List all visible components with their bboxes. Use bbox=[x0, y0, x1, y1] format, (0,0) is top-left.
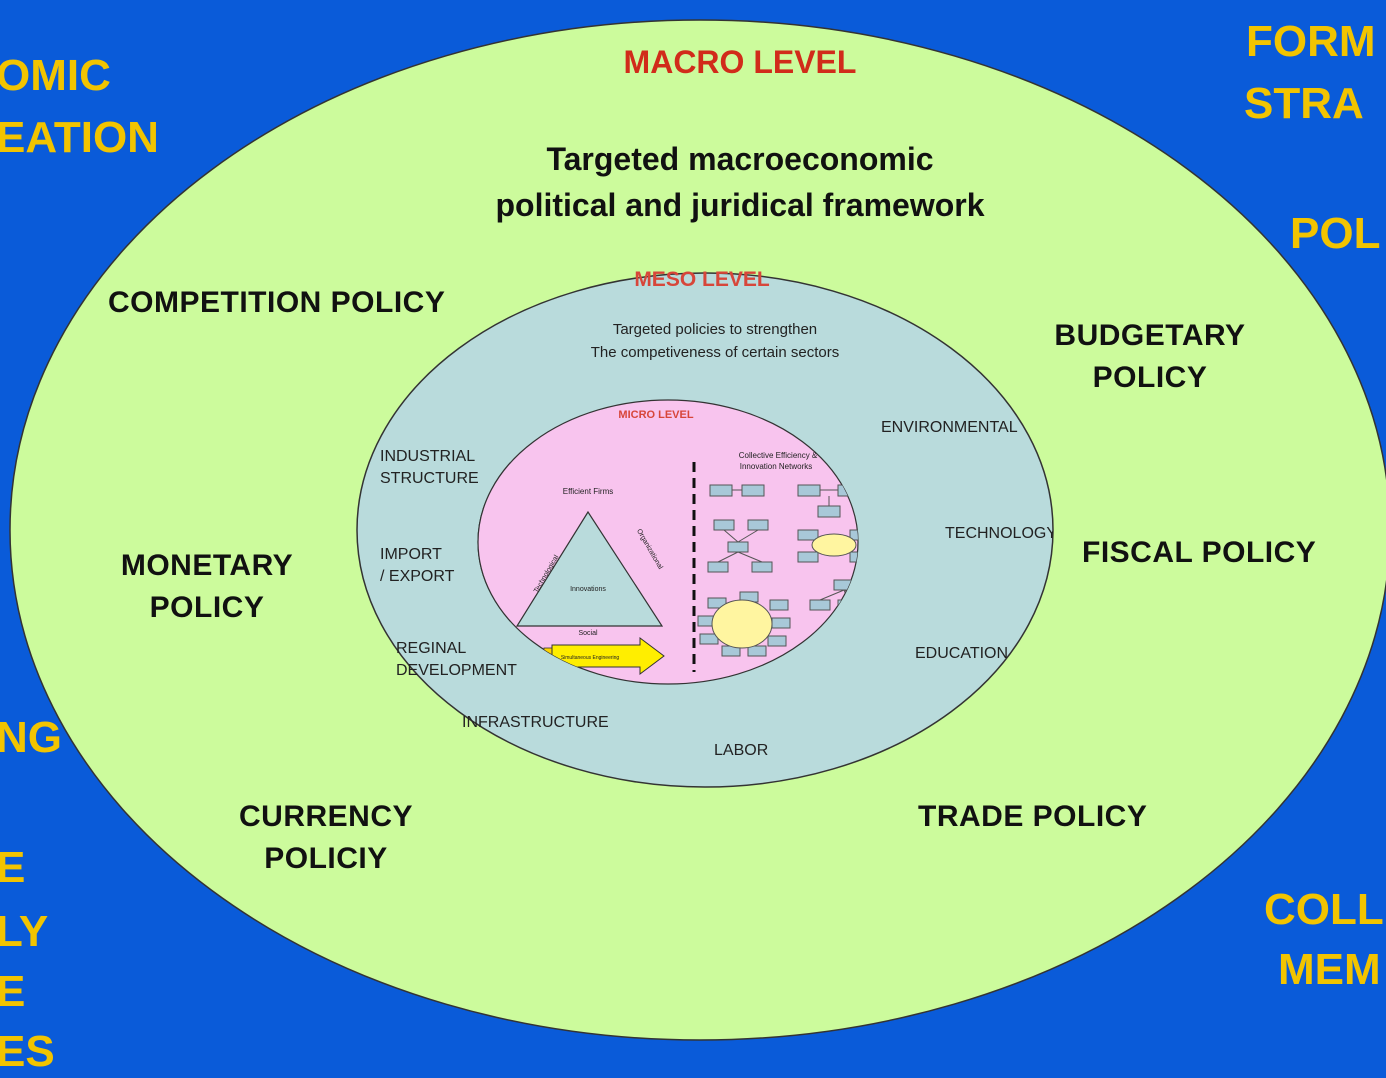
import-export-line-1: IMPORT bbox=[380, 546, 442, 563]
bg-fragment-left-top-2: EATION bbox=[0, 113, 159, 162]
bg-fragment-left-low-1: E bbox=[0, 843, 26, 892]
macro-subtitle: Targeted macroeconomic political and jur… bbox=[420, 136, 1060, 228]
labor-label: LABOR bbox=[714, 742, 769, 759]
monetary-policy-line-2: POLICY bbox=[149, 591, 265, 624]
micro-level-title: MICRO LEVEL bbox=[618, 409, 693, 421]
network-oval-large bbox=[711, 599, 773, 649]
budgetary-policy-label: BUDGETARY POLICY bbox=[1040, 315, 1260, 399]
bg-fragment-right-low-2: MEM bbox=[1278, 945, 1381, 994]
import-export-label: IMPORT / EXPORT bbox=[380, 544, 454, 588]
import-export-line-2: / EXPORT bbox=[380, 568, 455, 585]
regional-development-label: REGINAL DEVELOPMENT bbox=[396, 638, 517, 682]
monetary-policy-label: MONETARY POLICY bbox=[106, 545, 308, 629]
monetary-policy-line-1: MONETARY bbox=[120, 549, 294, 582]
competition-policy-label: COMPETITION POLICY bbox=[108, 286, 446, 319]
currency-policy-line-1: CURRENCY bbox=[238, 800, 413, 833]
meso-right-items-clip: ENVIRONMENTAL TECHNOLOGY EDUCATION bbox=[357, 273, 1053, 787]
bg-fragment-right-low-1: COLL bbox=[1264, 885, 1384, 934]
innovations-triangle bbox=[515, 510, 664, 627]
education-label: EDUCATION bbox=[915, 645, 1009, 662]
bg-fragment-right-top-1: FORM bbox=[1246, 17, 1376, 66]
meso-subtitle: Targeted policies to strengthen The comp… bbox=[540, 318, 890, 364]
innovation-networks-label-2: Innovation Networks bbox=[740, 462, 812, 471]
budgetary-policy-line-1: BUDGETARY bbox=[1054, 319, 1246, 352]
macro-subtitle-line-1: Targeted macroeconomic bbox=[546, 141, 934, 177]
simultaneous-engineering-label: Simultaneous Engineering bbox=[561, 655, 620, 661]
environmental-label: ENVIRONMENTAL bbox=[881, 419, 1018, 436]
industrial-structure-line-2: STRUCTURE bbox=[380, 470, 479, 487]
bg-fragment-left-mid: NG bbox=[0, 713, 62, 762]
bg-fragment-left-low-3: E bbox=[0, 967, 26, 1016]
bg-fragment-left-low-2: LY bbox=[0, 907, 49, 956]
regional-development-line-2: DEVELOPMENT bbox=[396, 662, 517, 679]
meso-level-title: MESO LEVEL bbox=[634, 268, 770, 291]
fiscal-policy-label: FISCAL POLICY bbox=[1082, 536, 1317, 569]
technology-label: TECHNOLOGY bbox=[945, 525, 1053, 542]
infrastructure-label: INFRASTRUCTURE bbox=[462, 714, 609, 731]
meso-subtitle-line-1: Targeted policies to strengthen bbox=[612, 321, 818, 338]
meso-subtitle-line-2: The competiveness of certain sectors bbox=[590, 344, 840, 361]
efficient-firms-label: Efficient Firms bbox=[563, 487, 614, 496]
innovation-networks-label-1: Collective Efficiency & bbox=[739, 451, 818, 460]
regional-development-line-1: REGINAL bbox=[396, 640, 467, 657]
triangle-center-label: Innovations bbox=[570, 586, 606, 593]
currency-policy-line-2: POLICIY bbox=[264, 842, 388, 875]
levels-diagram: MICRO LEVEL Efficient Firms Technologica… bbox=[9, 19, 1386, 1041]
industrial-structure-label: INDUSTRIAL STRUCTURE bbox=[380, 446, 479, 490]
triangle-bottom-label: Social bbox=[578, 630, 598, 637]
bg-fragment-right-mid: POL bbox=[1290, 209, 1381, 258]
currency-policy-label: CURRENCY POLICIY bbox=[224, 796, 428, 880]
industrial-structure-line-1: INDUSTRIAL bbox=[380, 448, 476, 465]
trade-policy-label: TRADE POLICY bbox=[918, 800, 1148, 833]
bg-fragment-left-top-1: OMIC bbox=[0, 51, 111, 100]
macro-subtitle-line-2: political and juridical framework bbox=[495, 187, 985, 223]
bg-fragment-right-top-2: STRA bbox=[1244, 79, 1364, 128]
budgetary-policy-line-2: POLICY bbox=[1092, 361, 1208, 394]
macro-level-title: MACRO LEVEL bbox=[623, 44, 857, 80]
network-oval-small bbox=[811, 533, 857, 557]
